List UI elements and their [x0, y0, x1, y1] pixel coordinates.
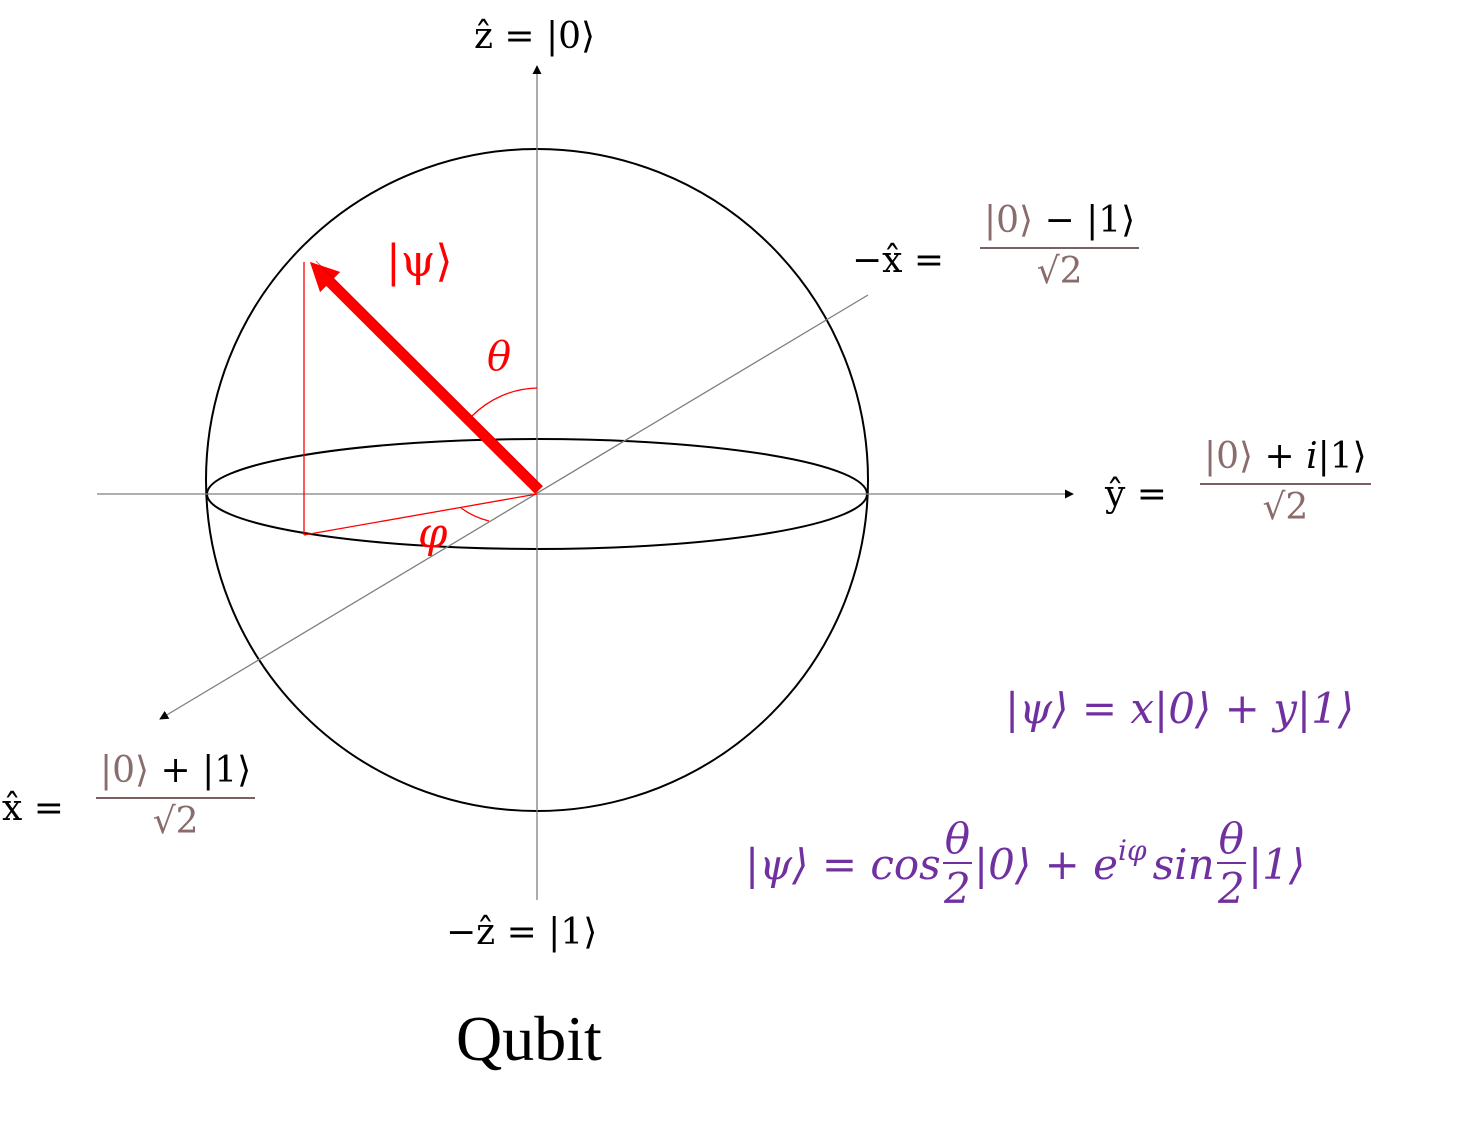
y-rest: + 𝑖|1⟩: [1253, 436, 1367, 477]
neg-x-rest: − |1⟩: [1033, 200, 1136, 241]
neg-z-axis-label: −ẑ = |1⟩: [446, 912, 598, 953]
equation-2: |ψ⟩ = cos θ 2 |0⟩ + e iφ sin θ 2 |1⟩: [745, 818, 1305, 910]
phi-arc: [460, 507, 490, 522]
diagram-title: Qubit: [456, 1003, 602, 1074]
projection-equator: [303, 493, 538, 536]
eq2-theta-1: θ: [942, 814, 973, 864]
neg-x-fraction: |0⟩ − |1⟩ √2: [980, 200, 1140, 292]
x-axis-label: x̂ =: [2, 788, 64, 829]
eq2-two-1: 2: [944, 864, 971, 913]
state-vector-edge: [315, 260, 543, 488]
eq2-end: |1⟩: [1247, 839, 1306, 889]
eq2-frac-1: θ 2: [942, 814, 973, 913]
y-fraction: |0⟩ + 𝑖|1⟩ √2: [1200, 436, 1371, 528]
x-rest: + |1⟩: [149, 750, 252, 791]
neg-x-ket0: |0⟩: [984, 200, 1034, 241]
eq2-sup: iφ: [1118, 833, 1147, 867]
x-ket0: |0⟩: [100, 750, 150, 791]
y-ket0: |0⟩: [1204, 436, 1254, 477]
theta-label: θ: [487, 334, 512, 380]
eq2-frac-2: θ 2: [1216, 814, 1246, 913]
phi-label: φ: [418, 508, 448, 557]
neg-x-den: √2: [1036, 251, 1083, 292]
z-axis-label: ẑ = |0⟩: [474, 16, 596, 57]
state-vector-arrow: [309, 261, 543, 494]
eq2-theta-2: θ: [1216, 814, 1246, 864]
neg-x-axis-label: −x̂ =: [852, 240, 945, 281]
theta-arc: [471, 387, 538, 417]
equation-1: |ψ⟩ = x|0⟩ + y|1⟩: [1005, 684, 1355, 733]
x-den: √2: [152, 801, 199, 842]
eq2-two-2: 2: [1217, 864, 1245, 913]
eq2-lhs: |ψ⟩ = cos: [745, 839, 941, 889]
x-axis-line: [159, 294, 869, 720]
y-axis-label: ŷ =: [1105, 474, 1167, 515]
psi-label: |ψ⟩: [386, 236, 453, 287]
x-fraction: |0⟩ + |1⟩ √2: [96, 750, 256, 842]
eq2-mid: |0⟩ + e: [974, 839, 1119, 889]
y-den: √2: [1262, 487, 1309, 528]
eq2-sin: sin: [1152, 839, 1215, 889]
